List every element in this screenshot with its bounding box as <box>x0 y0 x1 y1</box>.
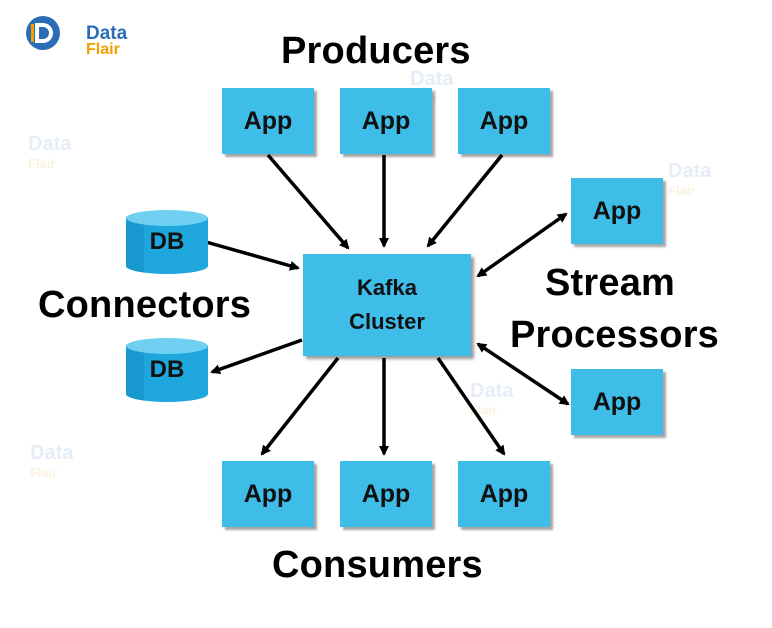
heading-consumers: Consumers <box>272 544 483 586</box>
producer-app-1: App <box>222 88 314 154</box>
arrow-cluster-to-consumer-1 <box>260 356 340 456</box>
brand-logo: Data Flair <box>22 12 142 58</box>
heading-producers: Producers <box>281 30 471 72</box>
arrow-cluster-to-consumer-3 <box>436 357 506 456</box>
brand-logo-icon <box>26 16 60 50</box>
kafka-cluster-label-line2: Cluster <box>349 309 425 334</box>
db-label: DB <box>149 356 185 383</box>
arrow-producer-3-to-cluster <box>426 153 504 248</box>
db-label: DB <box>149 228 185 255</box>
consumer-app-1: App <box>222 461 314 527</box>
brand-logo-word-data: Data <box>86 23 128 44</box>
arrow-producer-1-to-cluster <box>266 153 350 250</box>
arrow-db-to-cluster <box>205 240 300 271</box>
producer-app-2: App <box>340 88 432 154</box>
arrow-cluster-stream-bottom <box>476 342 570 406</box>
arrow-cluster-stream-top <box>476 212 568 278</box>
consumer-app-3: App <box>458 461 550 527</box>
stream-processor-app-2: App <box>571 369 663 435</box>
heading-stream: Stream <box>545 262 676 304</box>
database-icon <box>126 338 208 402</box>
database-icon <box>126 210 208 274</box>
connector-db-source: DB <box>126 210 208 274</box>
consumer-app-2: App <box>340 461 432 527</box>
kafka-cluster-box: Kafka Cluster <box>303 254 471 356</box>
heading-connectors: Connectors <box>38 284 252 326</box>
producer-app-3: App <box>458 88 550 154</box>
kafka-cluster-label-line1: Kafka <box>357 275 417 300</box>
arrow-cluster-to-db <box>210 338 303 375</box>
heading-processors: Processors <box>510 314 720 356</box>
stream-processor-app-1: App <box>571 178 663 244</box>
brand-logo-word-flair: Flair <box>86 41 120 58</box>
connector-db-sink: DB <box>126 338 208 402</box>
